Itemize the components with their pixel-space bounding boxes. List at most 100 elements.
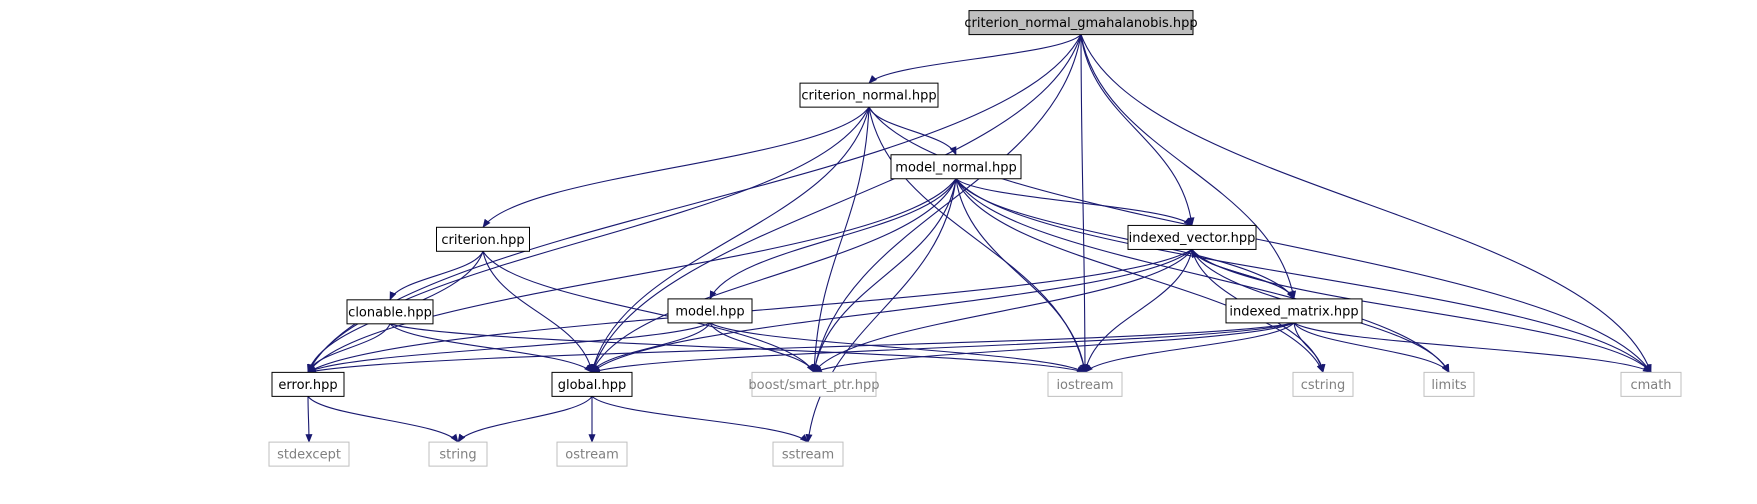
node-label: criterion.hpp bbox=[441, 233, 524, 248]
node-cmath: cmath bbox=[1620, 371, 1682, 397]
node-box bbox=[667, 298, 753, 324]
edge-model_normal-to-global bbox=[591, 178, 957, 374]
node-label: cmath bbox=[1630, 378, 1671, 393]
node-label: error.hpp bbox=[278, 378, 337, 393]
node-box bbox=[1225, 298, 1363, 324]
node-root[interactable]: criterion_normal_gmahalanobis.hpp bbox=[964, 10, 1198, 36]
edge-indexed_matrix-to-indexed_vector bbox=[1191, 248, 1295, 300]
node-layer: criterion_normal_gmahalanobis.hppcriteri… bbox=[268, 10, 1682, 467]
node-label: criterion_normal.hpp bbox=[801, 89, 936, 104]
node-box bbox=[346, 299, 434, 325]
edge-clonable-to-global bbox=[389, 323, 593, 374]
edge-model_normal-to-limits bbox=[955, 178, 1450, 374]
edge-root-to-smart_ptr bbox=[811, 34, 1082, 374]
node-label: iostream bbox=[1056, 378, 1113, 393]
node-box bbox=[268, 441, 350, 467]
node-box bbox=[1620, 371, 1682, 397]
edge-global-to-string bbox=[457, 396, 593, 443]
node-smart-ptr: boost/smart_ptr.hpp bbox=[748, 371, 880, 397]
node-indexed-vector[interactable]: indexed_vector.hpp bbox=[1127, 224, 1257, 250]
node-label: boost/smart_ptr.hpp bbox=[748, 378, 879, 393]
node-box bbox=[751, 371, 877, 397]
edge-global-to-sstream bbox=[591, 395, 809, 443]
edge-root-to-cmath bbox=[1080, 34, 1652, 374]
node-model[interactable]: model.hpp bbox=[667, 298, 753, 324]
edge-criterion-to-global bbox=[482, 251, 594, 374]
edge-criterion_normal-to-error bbox=[307, 106, 870, 374]
edge-criterion_normal-to-cmath bbox=[868, 106, 1652, 374]
node-string: string bbox=[428, 441, 488, 467]
node-model-normal[interactable]: model_normal.hpp bbox=[890, 154, 1022, 180]
node-box bbox=[1047, 371, 1123, 397]
edge-indexed_vector-to-iostream bbox=[1083, 249, 1193, 374]
node-label: indexed_vector.hpp bbox=[1129, 231, 1256, 246]
node-label: stdexcept bbox=[277, 448, 341, 463]
node-box bbox=[1423, 371, 1475, 397]
node-label: criterion_normal_gmahalanobis.hpp bbox=[964, 16, 1197, 31]
edge-model-to-smart_ptr bbox=[709, 322, 815, 374]
edge-root-to-global bbox=[591, 34, 1082, 374]
node-label: string bbox=[439, 448, 476, 463]
node-label: model.hpp bbox=[675, 304, 744, 319]
node-criterion-normal[interactable]: criterion_normal.hpp bbox=[799, 82, 939, 108]
node-ostream: ostream bbox=[556, 441, 628, 467]
node-label: cstring bbox=[1301, 378, 1345, 393]
edge-model-to-global bbox=[591, 322, 711, 374]
edge-indexed_matrix-to-cmath bbox=[1293, 322, 1652, 373]
node-box bbox=[772, 441, 844, 467]
edge-model_normal-to-cmath bbox=[955, 178, 1652, 374]
edge-model_normal-to-indexed_vector bbox=[955, 178, 1193, 227]
edge-error-to-string bbox=[307, 396, 459, 443]
node-limits: limits bbox=[1423, 371, 1475, 397]
edge-model_normal-to-error bbox=[307, 178, 957, 374]
node-cstring: cstring bbox=[1292, 371, 1354, 397]
node-label: limits bbox=[1431, 378, 1467, 393]
node-indexed-matrix[interactable]: indexed_matrix.hpp bbox=[1225, 298, 1363, 324]
edge-model_normal-to-model bbox=[709, 178, 957, 300]
edge-criterion_normal-to-criterion bbox=[482, 106, 870, 229]
edge-criterion_normal-to-smart_ptr bbox=[810, 107, 870, 374]
node-label: indexed_matrix.hpp bbox=[1229, 304, 1358, 319]
node-box bbox=[890, 154, 1022, 180]
edge-indexed_matrix-to-smart_ptr bbox=[813, 322, 1295, 373]
node-clonable[interactable]: clonable.hpp bbox=[346, 299, 434, 325]
node-criterion[interactable]: criterion.hpp bbox=[436, 226, 530, 252]
node-label: global.hpp bbox=[558, 378, 627, 393]
edge-root-to-indexed_vector bbox=[1080, 34, 1195, 227]
node-label: clonable.hpp bbox=[348, 305, 432, 320]
node-box bbox=[968, 10, 1194, 36]
edge-criterion-to-smart_ptr bbox=[482, 251, 815, 374]
node-stdexcept: stdexcept bbox=[268, 441, 350, 467]
edge-indexed_matrix-to-cstring bbox=[1293, 322, 1326, 374]
edge-model_normal-to-sstream bbox=[805, 178, 957, 443]
node-label: sstream bbox=[782, 448, 834, 463]
node-box bbox=[556, 441, 628, 467]
edge-criterion-to-clonable bbox=[389, 251, 484, 301]
node-global[interactable]: global.hpp bbox=[551, 371, 633, 397]
node-sstream: sstream bbox=[772, 441, 844, 467]
node-box bbox=[271, 371, 345, 397]
edge-model_normal-to-cstring bbox=[955, 178, 1324, 374]
edge-model-to-iostream bbox=[709, 322, 1086, 373]
edge-indexed_matrix-to-error bbox=[307, 322, 1295, 375]
edge-criterion_normal-to-model_normal bbox=[868, 106, 957, 156]
edge-indexed_vector-to-global bbox=[591, 249, 1193, 373]
node-label: ostream bbox=[565, 448, 619, 463]
node-error[interactable]: error.hpp bbox=[271, 371, 345, 397]
node-label: model_normal.hpp bbox=[895, 160, 1016, 175]
edge-model-to-error bbox=[307, 322, 711, 373]
edge-layer bbox=[305, 34, 1652, 443]
node-box bbox=[436, 226, 530, 252]
edge-indexed_matrix-to-iostream bbox=[1084, 322, 1295, 374]
edge-criterion_normal-to-global bbox=[590, 107, 870, 374]
edge-model_normal-to-iostream bbox=[955, 178, 1088, 374]
node-box bbox=[799, 82, 939, 108]
edge-error-to-stdexcept bbox=[305, 396, 313, 443]
node-iostream: iostream bbox=[1047, 371, 1123, 397]
node-box bbox=[428, 441, 488, 467]
node-box bbox=[551, 371, 633, 397]
edge-clonable-to-iostream bbox=[389, 323, 1086, 374]
edge-root-to-criterion_normal bbox=[868, 34, 1082, 84]
node-box bbox=[1292, 371, 1354, 397]
